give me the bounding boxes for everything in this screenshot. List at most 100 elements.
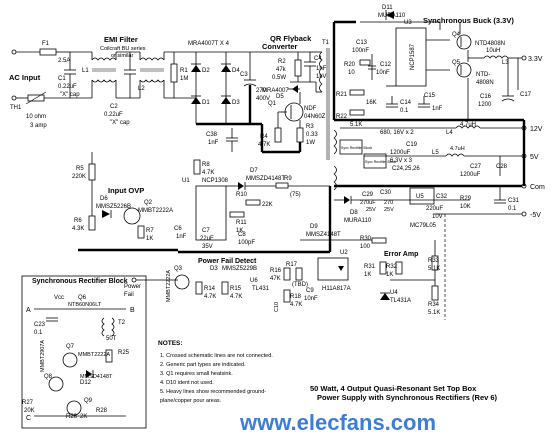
emi-filter-sub2: or similar (111, 53, 133, 59)
value-q8: MMBT2907A (40, 340, 46, 372)
label-c38: C38 (206, 132, 218, 138)
value-u4: TL431A (390, 298, 411, 304)
label-d12: D12 (80, 380, 92, 386)
flyback-title-1: QR Flyback (270, 34, 312, 43)
value-c31: 0.1 (508, 206, 517, 212)
value-q5-1: NTD- (476, 72, 490, 78)
label-r26: R26 (66, 414, 78, 420)
label-u2: U2 (340, 250, 348, 256)
value-c3-1: 270 (256, 88, 267, 94)
emi-filter-title: EMI Filter (104, 35, 138, 44)
value-u3: NCP1587 (410, 43, 416, 70)
label-q3: Q3 (174, 266, 183, 272)
mosfet-q4 (456, 34, 472, 50)
label-d3b: D3 (210, 266, 218, 272)
transistor-q2 (123, 207, 141, 225)
power-fail-title: Power Fail Detect (198, 258, 257, 265)
value-r3-2: 1W (306, 140, 315, 146)
value-q7: MMBT2222A (78, 352, 110, 358)
resistor-r32 (395, 261, 403, 275)
value-r20: 10 (348, 70, 355, 76)
value-r21: 16K (366, 100, 377, 106)
label-l3: L3 (502, 60, 509, 66)
value-f1: 2.5A (58, 58, 70, 64)
mosfet-q1 (284, 102, 304, 122)
label-d3: D3 (232, 100, 240, 106)
value-r22: 5.1K (350, 122, 362, 128)
resistor-r22 (349, 109, 365, 116)
note-line: 4. D10 ident not used. (160, 380, 214, 386)
sync-rect-block-title: Synchronous Rectifier Block (32, 278, 128, 285)
transistor-q8 (48, 376, 64, 392)
label-c28: C28 (496, 164, 508, 170)
zener-d6 (102, 210, 110, 218)
label-d9: D9 (310, 224, 318, 230)
value-r18: 4.7K (290, 302, 302, 308)
fuse-f1 (39, 48, 57, 56)
label-q8: Q8 (44, 374, 53, 380)
value-c38: 1nF (208, 140, 219, 146)
main-title-2: Power Supply with Synchronous Rectifiers… (317, 393, 498, 402)
output-12v: 12V (530, 126, 543, 133)
sync-rect-block: A B C Vcc Q6 NTB60N06LT C23 0.1 T2 50T R… (21, 275, 147, 429)
value-r34: 5.1K (428, 310, 440, 316)
label-q9: Q9 (84, 398, 93, 404)
value-c29: 270uF (360, 200, 376, 206)
value-r8: 4.7K (202, 170, 214, 176)
controller-section: U1 NCP1308 R8 4.7K D7 MMSZD4148T R9 (75)… (178, 159, 332, 254)
bridge-rectifier: MRA4007T X 4 D2 D4 D1 D3 C3 270 400V (188, 41, 270, 126)
resistor-r4 (274, 127, 282, 143)
value-r5: 220K (72, 174, 86, 180)
value-q5-2: 4808N (476, 80, 494, 86)
note-line: plane/copper pour areas. (160, 398, 222, 404)
value-c8: 100pF (238, 240, 255, 246)
label-d5: D5 (276, 94, 284, 100)
label-q6: Q6 (78, 295, 87, 301)
watermark-text: www.elecfans.com (239, 410, 436, 435)
label-r30: R30 (360, 236, 372, 242)
ac-input-title: AC Input (9, 73, 41, 82)
resistor-r5 (88, 163, 96, 181)
diode-d1 (191, 97, 201, 104)
resistor-r10 (245, 199, 261, 206)
value-d3b: MMSZ5229B (222, 266, 257, 272)
value-l5: 4.7uH (450, 146, 465, 152)
transistor-q9 (66, 400, 82, 416)
label-r16: R16 (270, 268, 282, 274)
error-amp-section: U2 H11A817A R31 1K R32 1K U4 TL431A R33 … (317, 214, 446, 320)
note-line: 1. Crossed schematic lines are not conne… (160, 353, 273, 359)
value-r27: 20K (24, 408, 35, 414)
label-r1: R1 (180, 68, 188, 74)
label-r28: R28 (96, 408, 108, 414)
value-r15: 4.7K (230, 294, 242, 300)
diode-d4 (221, 65, 231, 72)
label-q4: Q4 (452, 32, 461, 38)
notes-heading: NOTES: (158, 340, 183, 347)
output-neg5v: -5V (530, 212, 541, 219)
label-r17: R17 (286, 262, 298, 268)
label-c27: C27 (470, 164, 482, 170)
label-c15: C15 (424, 93, 436, 99)
label-r2: R2 (278, 59, 286, 65)
label-l4: L4 (446, 130, 453, 136)
label-c24: C24,25,26 (392, 166, 420, 172)
value-d5: MRA4007 (262, 88, 289, 94)
label-l1: L1 (82, 68, 89, 74)
value-r9: (75) (290, 192, 301, 198)
label-d8: D8 (350, 210, 358, 216)
label-vcc: Vcc (54, 295, 64, 301)
sync-buck-section: D11 MURA110 C13 100nF R20 10 C12 10nF U3… (332, 5, 543, 128)
value-r4: 4.7K (258, 142, 270, 148)
value-c1-x: "X" cap (60, 92, 80, 98)
label-c7: C7 (202, 228, 210, 234)
label-b: B (130, 307, 135, 314)
resistor-r18 (283, 289, 291, 303)
value-c32-2: 10V (432, 214, 443, 220)
label-c32: C32 (436, 194, 448, 200)
input-ovp-title: Input OVP (108, 186, 144, 195)
sync-rect-block-frame (21, 275, 147, 429)
value-r30: 100 (360, 244, 371, 250)
label-r14: R14 (204, 286, 216, 292)
resistor-r6 (88, 215, 96, 231)
